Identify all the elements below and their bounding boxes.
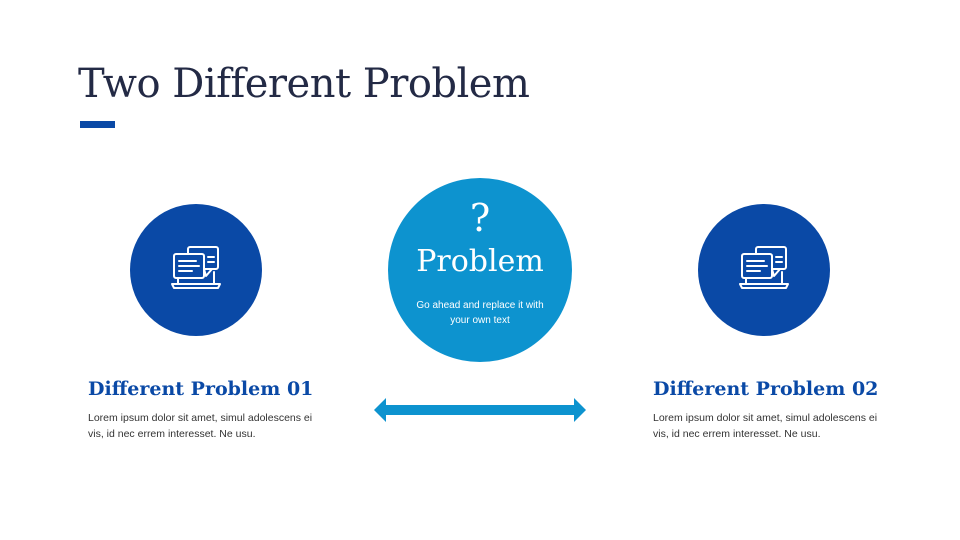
chat-laptop-icon: [739, 246, 789, 289]
slide-title: Two Different Problem: [78, 61, 530, 107]
question-mark-symbol: ?: [469, 196, 491, 240]
double-arrow-icon: [374, 398, 586, 422]
problem-01-title: Different Problem 01: [88, 378, 314, 400]
chat-laptop-icon: [171, 246, 221, 289]
problem-02-title: Different Problem 02: [653, 378, 879, 400]
problem-02-text: Lorem ipsum dolor sit amet, simul adoles…: [653, 412, 878, 440]
problem-01-text: Lorem ipsum dolor sit amet, simul adoles…: [88, 412, 313, 440]
central-problem-heading: Problem: [416, 244, 544, 279]
central-problem-circle: ? Problem Go ahead and replace it with y…: [388, 178, 572, 362]
problem-01-circle: [130, 204, 262, 336]
title-underline-bar: [80, 121, 115, 128]
problem-02-circle: [698, 204, 830, 336]
central-problem-text: Go ahead and replace it with your own te…: [416, 300, 544, 326]
